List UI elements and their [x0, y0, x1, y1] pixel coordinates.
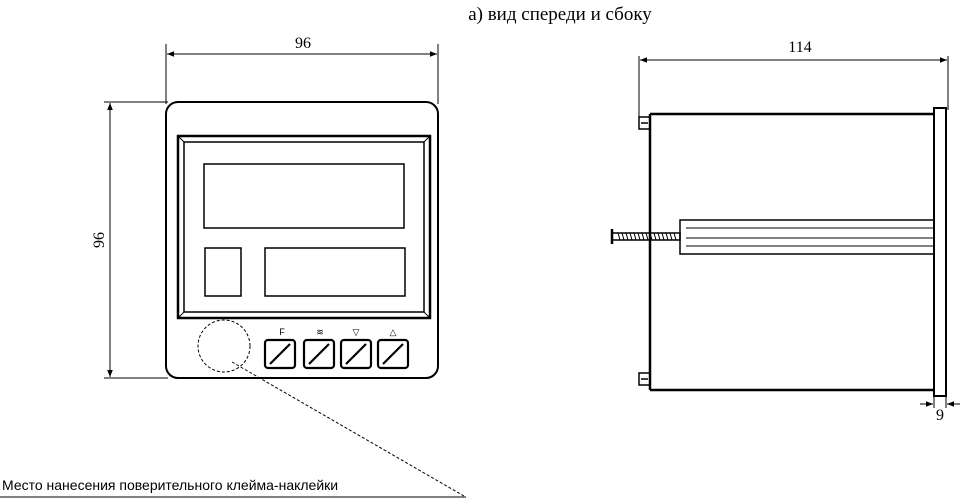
- small-indicator: [204, 247, 242, 297]
- key-up-slash: [382, 343, 404, 365]
- secondary-indicator: [264, 247, 406, 297]
- figure-title: а) вид спереди и сбоку: [468, 4, 652, 25]
- seal-place-circle: [197, 319, 251, 373]
- key-mode-label: ≋: [316, 327, 324, 337]
- display-corner-tl: [177, 135, 185, 143]
- side-view: [610, 56, 960, 408]
- note-leader-line: [231, 361, 465, 497]
- clamp-screw-thread: [617, 232, 677, 241]
- display-corner-bl: [177, 311, 185, 319]
- display-corner-br: [423, 311, 431, 319]
- terminal-bottom: [638, 372, 651, 386]
- key-down[interactable]: [339, 338, 373, 370]
- mounting-clamp-body: [679, 219, 935, 255]
- seal-place-note: Место нанесения поверительного клейма-на…: [2, 477, 338, 493]
- width-dimension-label: 96: [295, 35, 311, 52]
- display-corner-tr: [423, 135, 431, 143]
- display-window-inner: [183, 141, 425, 313]
- device-bezel: [165, 101, 439, 379]
- terminal-top: [638, 116, 651, 130]
- key-f[interactable]: [263, 338, 297, 370]
- keypad: [263, 338, 410, 370]
- key-f-slash: [269, 343, 291, 365]
- panel-dimension-label: 9: [936, 407, 944, 424]
- key-f-label: F: [279, 327, 285, 337]
- key-mode-slash: [308, 343, 330, 365]
- display-window-outer: [176, 134, 432, 320]
- front-view: [104, 44, 465, 497]
- key-down-label: ▽: [353, 327, 360, 337]
- key-mode[interactable]: [302, 338, 336, 370]
- key-up[interactable]: [376, 338, 410, 370]
- front-panel: [933, 107, 947, 397]
- key-up-label: △: [390, 327, 397, 337]
- height-dimension-label: 96: [91, 232, 108, 248]
- key-down-slash: [345, 343, 367, 365]
- depth-dimension-label: 114: [788, 39, 811, 56]
- main-indicator: [203, 163, 405, 229]
